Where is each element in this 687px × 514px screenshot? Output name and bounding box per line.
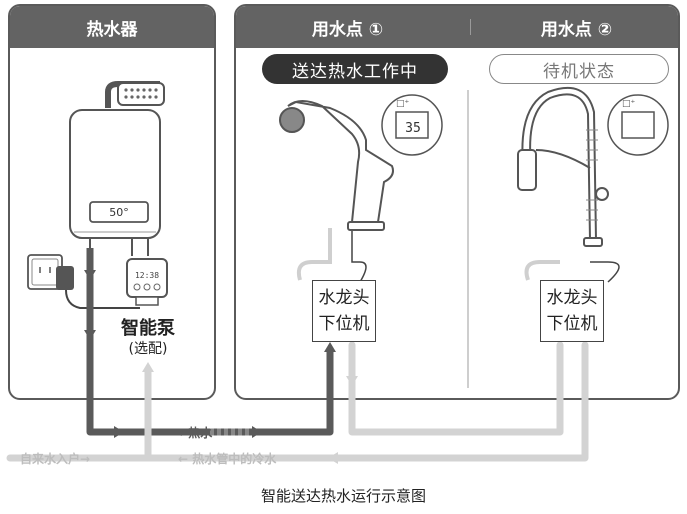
controller-point2-line1: 水龙头 <box>546 288 598 308</box>
hot-arrow-down-2 <box>84 330 96 340</box>
heater-panel: 热水器 <box>8 4 216 400</box>
pump-note: (选配) <box>128 341 168 357</box>
pump-label: 智能泵 (选配) <box>108 318 188 358</box>
cold-return-label: ← 热水管中的冷水 <box>178 452 277 466</box>
hot-arrow-right-2 <box>252 426 262 438</box>
panel-point1-icon: □⁺ <box>381 94 443 156</box>
hot-water-label: → 热水 <box>174 426 213 440</box>
svg-text:□⁺: □⁺ <box>622 99 636 109</box>
controller-point2: 水龙头 下位机 <box>540 280 604 342</box>
pump-display: 12:38 <box>135 271 159 280</box>
controller-point1: 水龙头 下位机 <box>312 280 376 342</box>
faucet-pullout-icon <box>279 100 394 231</box>
hot-arrow-down <box>84 270 96 280</box>
hot-arrow-right-1 <box>114 426 124 438</box>
point1-title: 用水点 ① <box>311 19 384 40</box>
panel-point1-readout: 35 <box>405 121 421 136</box>
controller-point2-line2: 下位机 <box>546 314 598 334</box>
cold-water-pipe <box>6 341 589 462</box>
panel-point2-icon: □⁺ <box>607 94 669 156</box>
point2-title: 用水点 ② <box>540 19 613 40</box>
water-heater-icon <box>69 81 165 256</box>
heater-display: 50° <box>109 206 129 219</box>
controller-point1-line1: 水龙头 <box>318 288 370 308</box>
heater-panel-title: 热水器 <box>10 6 214 48</box>
controller-point1-line2: 下位机 <box>318 314 370 334</box>
hot-arrow-up <box>324 342 336 352</box>
status-point2: 待机状态 <box>489 54 669 84</box>
header-divider <box>470 19 471 35</box>
pump-name: 智能泵 <box>121 318 175 339</box>
svg-text:□⁺: □⁺ <box>396 99 410 109</box>
caption: 智能送达热水运行示意图 <box>260 487 426 505</box>
spring-coils <box>586 129 598 221</box>
status-point1: 送达热水工作中 <box>262 54 448 84</box>
wall-outlet-icon <box>27 254 140 309</box>
pump-icon <box>126 258 168 306</box>
cold-arrow-down <box>346 376 358 386</box>
cold-arrow-up <box>142 362 154 372</box>
cold-arrow-left <box>328 452 338 464</box>
faucet-spring-icon <box>517 87 609 247</box>
water-points-header <box>236 6 678 48</box>
inlet-label: 自来水入户→ <box>20 452 91 466</box>
